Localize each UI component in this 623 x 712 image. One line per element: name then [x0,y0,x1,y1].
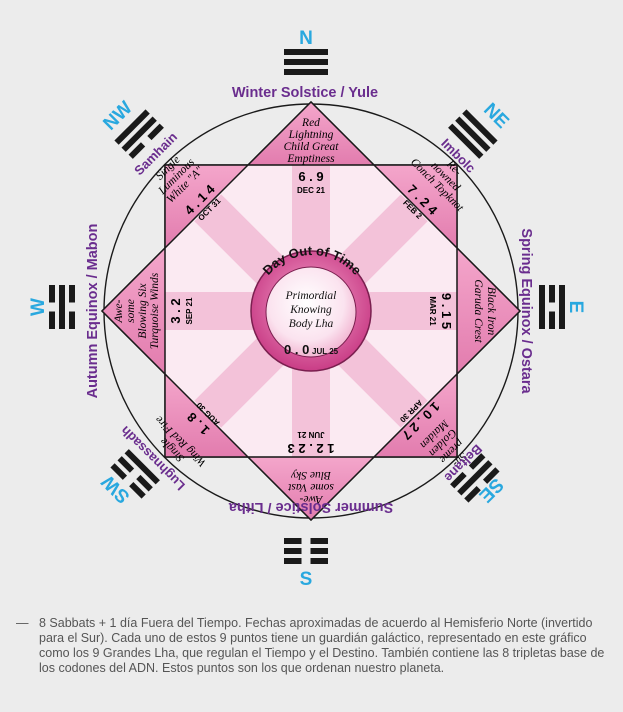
caption-dash: — [16,616,29,630]
season-north: Winter Solstice / Yule [232,85,378,101]
svg-text:6 . 9: 6 . 9 [298,169,323,184]
trigram-bar [284,548,302,554]
caption: — 8 Sabbats + 1 día Fuera del Tiempo. Fe… [16,616,608,676]
direction-s: S [300,569,313,590]
trigram-bar [482,467,500,484]
trigram-bar [450,471,467,489]
svg-text:Black Iron: Black Iron [485,287,497,336]
trigram-bar [69,311,75,329]
trigram-bar [121,116,157,152]
trigram-ne [448,109,498,159]
center-disc [265,266,357,358]
svg-text:3 . 2: 3 . 2 [168,298,183,323]
trigram-bar [129,481,146,499]
svg-text:1 2 . 2 3: 1 2 . 2 3 [288,441,335,456]
point-northeast: Re- nowned Conch Topknot 7 . 2 4 FEB 2 [401,156,466,221]
svg-text:JUN 21: JUN 21 [297,430,325,439]
svg-text:Blue Sky: Blue Sky [290,469,331,481]
trigram-bar [136,474,153,492]
svg-text:some: some [125,299,137,323]
svg-text:Emptiness: Emptiness [286,153,335,165]
caption-text: 8 Sabbats + 1 día Fuera del Tiempo. Fech… [39,616,605,675]
svg-text:Child Great: Child Great [284,141,340,153]
trigram-bar [468,453,486,470]
svg-text:DEC 21: DEC 21 [297,186,326,195]
svg-text:some Vast: some Vast [287,481,333,493]
svg-text:Garuda Crest: Garuda Crest [472,279,484,343]
trigram-bar [539,285,545,329]
svg-text:MAR 21: MAR 21 [428,296,437,326]
point-west: Awe- some Blowing Six Turquoise Winds 3 … [113,272,194,349]
season-south: Summer Solstice / Litha [228,499,393,515]
trigram-bar [69,285,75,303]
svg-text:Awe-: Awe- [299,493,323,505]
svg-text:Turquoise Winds: Turquoise Winds [149,272,161,349]
point-east: Black Iron Garuda Crest 9 . 1 5 MAR 21 [428,279,497,343]
trigram-bar [49,285,55,303]
svg-text:Lightning: Lightning [288,129,334,141]
trigram-bar [110,463,128,480]
center-number: 0 . 0 [284,342,309,357]
trigram-sw [110,449,160,499]
trigram-bar [147,123,164,141]
trigram-bar [284,69,328,75]
svg-text:9 . 1 5: 9 . 1 5 [439,293,454,329]
direction-e: E [565,301,586,314]
trigram-n [284,49,328,75]
svg-text:Blowing Six: Blowing Six [137,282,149,338]
trigram-bar [457,460,493,496]
trigram-bar [310,538,328,544]
trigram-bar [310,558,328,564]
trigram-e [539,285,565,329]
trigram-bar [549,311,555,329]
trigram-bar [559,285,565,329]
trigram-bar [464,485,481,503]
point-southeast: Su- preme Golden Maiden 1 0 . 2 7 APR 30 [398,398,470,469]
trigram-bar [59,285,65,329]
point-south: Awe- some Vast Blue Sky 1 2 . 2 3 JUN 21 [287,430,334,505]
trigram-bar [114,109,150,145]
trigram-bar [284,59,328,65]
trigram-se [450,453,500,503]
trigram-bar [117,456,135,473]
season-west: Autumn Equinox / Mabon [85,224,101,399]
trigram-bar [455,116,491,152]
trigram-nw [114,109,164,159]
svg-text:SEP 21: SEP 21 [185,297,194,325]
trigram-bar [128,142,146,159]
trigram-s [284,538,328,564]
direction-sw: SW [98,471,135,508]
trigram-bar [284,538,302,544]
trigram-bar [49,311,55,329]
trigram-bar [284,558,302,564]
direction-n: N [299,28,313,49]
center-lha-1: Primordial [285,290,337,302]
season-east: Spring Equinox / Ostara [518,228,534,394]
trigram-bar [448,123,484,159]
center-lha-2: Knowing [289,304,332,316]
center-lha-3: Body Lha [289,318,334,330]
direction-w: W [28,298,49,316]
svg-text:Red: Red [301,117,320,129]
center-date: JUL 25 [312,347,339,356]
trigram-bar [124,449,160,485]
trigram-bar [549,285,555,303]
trigram-bar [310,548,328,554]
trigram-w [49,285,75,329]
trigram-bar [462,109,498,145]
point-north: Red Lightning Child Great Emptiness 6 . … [284,117,340,195]
wheel-diagram: Day Out of Time Primordial Knowing Body … [28,28,586,590]
svg-text:Awe-: Awe- [113,299,125,323]
trigram-bar [284,49,328,55]
